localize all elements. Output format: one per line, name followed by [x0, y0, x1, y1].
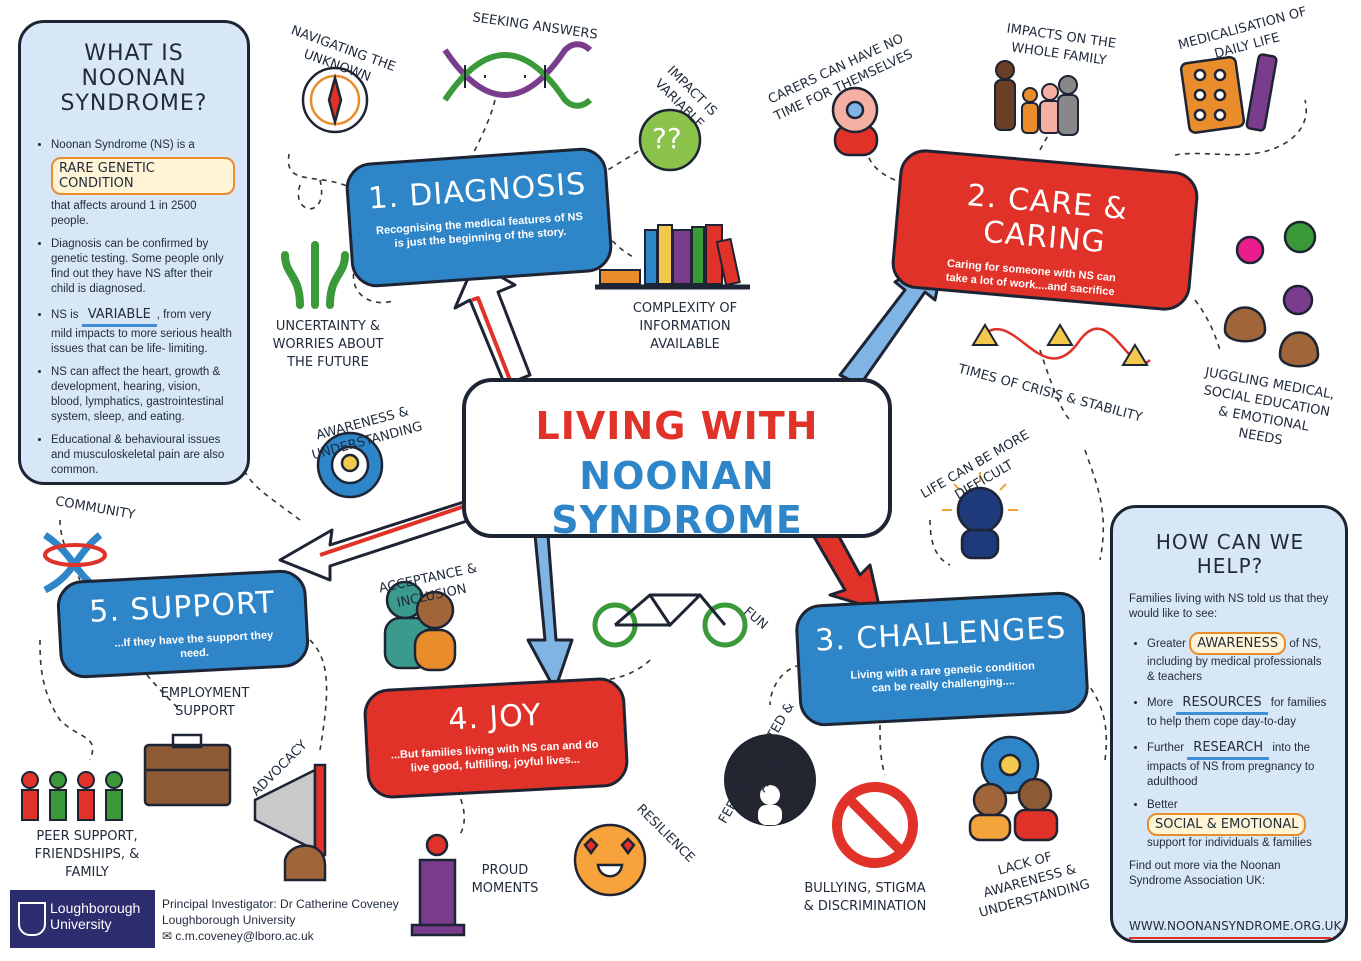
list-item: Better SOCIAL & EMOTIONAL support for in… — [1147, 798, 1331, 851]
stage-diagnosis: 1. DIAGNOSIS Recognising the medical fea… — [343, 146, 615, 289]
list-item: Diagnosis can be confirmed by genetic te… — [51, 237, 235, 297]
help-list: Greater AWARENESS of NS, including by me… — [1129, 632, 1331, 851]
what-is-list: Noonan Syndrome (NS) is a RARE GENETIC C… — [33, 138, 235, 478]
list-item: More RESOURCES for families to help them… — [1147, 693, 1331, 730]
list-item: Educational & behavioural issues and mus… — [51, 433, 235, 478]
find-out-text: Find out more via the Noonan Syndrome As… — [1129, 860, 1281, 887]
resources-tag: RESOURCES — [1176, 693, 1268, 715]
stage-challenges: 3. CHALLENGES Living with a rare genetic… — [794, 590, 1090, 728]
social-emotional-tag: SOCIAL & EMOTIONAL — [1147, 813, 1307, 836]
help-b2-pre: More — [1147, 697, 1174, 709]
bullet1-post: that affects around 1 in 2500 people. — [51, 200, 197, 227]
stage-diagnosis-sub: Recognising the medical features of NS i… — [375, 210, 584, 250]
stage-support-sub: ...If they have the support they need. — [114, 629, 274, 661]
help-b1-post: of NS, including by medical professional… — [1147, 638, 1322, 683]
label-complexity: COMPLEXITY OF INFORMATION AVAILABLE — [632, 301, 738, 352]
pi-university: Loughborough University — [162, 913, 296, 927]
pi-name: Principal Investigator: Dr Catherine Cov… — [162, 897, 399, 911]
label-uncertainty: UNCERTAINTY & WORRIES ABOUT THE FUTURE — [272, 319, 384, 370]
variable-tag: VARIABLE — [81, 305, 157, 327]
envelope-icon: ✉ — [162, 929, 173, 943]
label-peer: PEER SUPPORT, FRIENDSHIPS, & FAMILY — [34, 829, 140, 880]
help-title: HOW CAN WE HELP? — [1155, 530, 1305, 578]
list-item: NS can affect the heart, growth & develo… — [51, 365, 235, 425]
stage-care-title: 2. CARE & CARING — [965, 178, 1130, 261]
center-title-line2: NOONAN SYNDROME — [551, 454, 803, 542]
bullet1-pre: Noonan Syndrome (NS) is a — [51, 139, 195, 151]
footer: Loughborough University Principal Invest… — [10, 890, 430, 952]
help-b4-pre: Better — [1147, 799, 1178, 811]
list-item: Further RESEARCH into the impacts of NS … — [1147, 738, 1331, 790]
center-title-box: LIVING WITH NOONAN SYNDROME — [462, 378, 892, 542]
stage-joy-sub: ...But families living with NS can and d… — [390, 738, 599, 775]
help-b2-post: for families to help them cope day-to-da… — [1147, 697, 1327, 728]
logo-line1: Loughborough — [50, 900, 141, 916]
stage-support: 5. SUPPORT ...If they have the support t… — [55, 568, 311, 680]
stage-joy: 4. JOY ...But families living with NS ca… — [362, 676, 630, 800]
help-b4-post: support for individuals & families — [1147, 837, 1312, 849]
list-item: NS is VARIABLE, from very mild impacts t… — [51, 305, 235, 357]
research-tag: RESEARCH — [1187, 738, 1270, 760]
label-bullying: BULLYING, STIGMA & DISCRIMINATION — [803, 881, 927, 914]
stage-support-title: 5. SUPPORT — [88, 585, 276, 630]
pi-email[interactable]: c.m.coveney@lboro.ac.uk — [175, 929, 314, 943]
bullet3-pre: NS is — [51, 309, 79, 321]
help-intro: Families living with NS told us that the… — [1129, 593, 1329, 620]
help-b1-pre: Greater — [1147, 638, 1186, 650]
website-link[interactable]: WWW.NOONANSYNDROME.ORG.UK — [1129, 919, 1341, 939]
label-employment: EMPLOYMENT SUPPORT — [160, 686, 250, 719]
list-item: Greater AWARENESS of NS, including by me… — [1147, 632, 1331, 685]
logo-line2: University — [50, 916, 112, 932]
pi-email-row: ✉ c.m.coveney@lboro.ac.uk — [162, 928, 399, 944]
stage-challenges-sub: Living with a rare genetic condition can… — [850, 660, 1036, 695]
stage-joy-title: 4. JOY — [447, 697, 543, 738]
awareness-tag: AWARENESS — [1189, 632, 1287, 655]
pi-info: Principal Investigator: Dr Catherine Cov… — [162, 896, 399, 944]
stage-challenges-title: 3. CHALLENGES — [814, 610, 1068, 659]
bullet3-post: , from very mild impacts to more serious… — [51, 309, 232, 355]
list-item: Noonan Syndrome (NS) is a RARE GENETIC C… — [51, 138, 235, 229]
svg-text:??: ?? — [652, 122, 682, 155]
what-is-title-line2: SYNDROME? — [60, 91, 208, 116]
label-proud: PROUD MOMENTS — [471, 863, 539, 896]
help-b3-post: into the impacts of NS from pregnancy to… — [1147, 742, 1315, 788]
what-is-title: WHAT IS NOONAN SYNDROME? — [33, 41, 235, 116]
what-is-panel: WHAT IS NOONAN SYNDROME? Noonan Syndrome… — [18, 20, 250, 485]
stage-care: 2. CARE & CARING Caring for someone with… — [889, 147, 1201, 313]
university-logo: Loughborough University — [10, 890, 155, 948]
what-is-title-line1: WHAT IS NOONAN — [81, 41, 187, 91]
center-title-line1: LIVING WITH — [535, 404, 819, 448]
help-panel: HOW CAN WE HELP? Families living with NS… — [1110, 505, 1348, 943]
shield-icon — [18, 902, 46, 936]
rare-genetic-tag: RARE GENETIC CONDITION — [51, 157, 235, 195]
help-b3-pre: Further — [1147, 742, 1185, 754]
